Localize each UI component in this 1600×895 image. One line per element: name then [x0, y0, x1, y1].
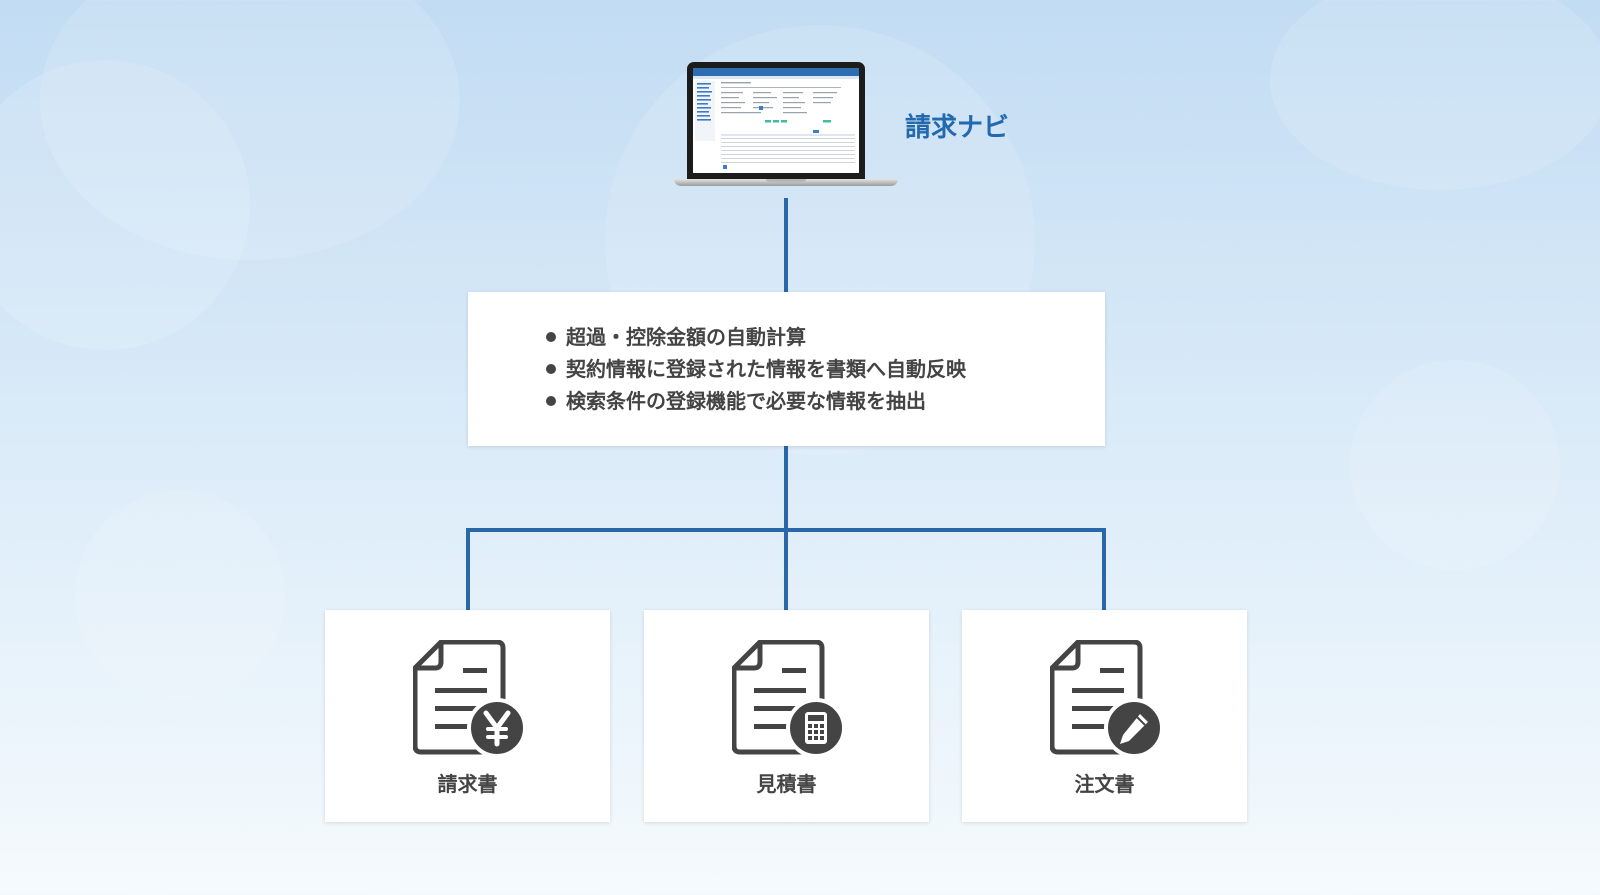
yen-icon [483, 710, 511, 747]
estimate-document-icon [732, 640, 846, 758]
feature-item: 検索条件の登録機能で必要な情報を抽出 [546, 385, 966, 417]
order-document-icon [1050, 640, 1164, 758]
feature-box: 超過・控除金額の自動計算 契約情報に登録された情報を書類へ自動反映 検索条件の登… [468, 292, 1105, 446]
doc-card-order: 注文書 [962, 610, 1247, 822]
app-screenshot [693, 68, 859, 173]
invoice-document-icon [413, 640, 527, 758]
feature-list: 超過・控除金額の自動計算 契約情報に登録された情報を書類へ自動反映 検索条件の登… [546, 321, 966, 417]
feature-item: 契約情報に登録された情報を書類へ自動反映 [546, 353, 966, 385]
laptop-notch [766, 179, 806, 182]
doc-label-order: 注文書 [1074, 772, 1135, 796]
laptop-lid [687, 62, 865, 179]
laptop-illustration [674, 62, 898, 188]
doc-label-estimate: 見積書 [756, 772, 817, 796]
doc-card-estimate: 見積書 [644, 610, 929, 822]
feature-item: 超過・控除金額の自動計算 [546, 321, 966, 353]
calculator-icon [805, 712, 827, 744]
app-title: 請求ナビ [905, 113, 1010, 143]
doc-label-invoice: 請求書 [437, 772, 498, 796]
laptop-base [674, 179, 898, 186]
pencil-icon [1120, 714, 1148, 744]
doc-card-invoice: 請求書 [325, 610, 610, 822]
